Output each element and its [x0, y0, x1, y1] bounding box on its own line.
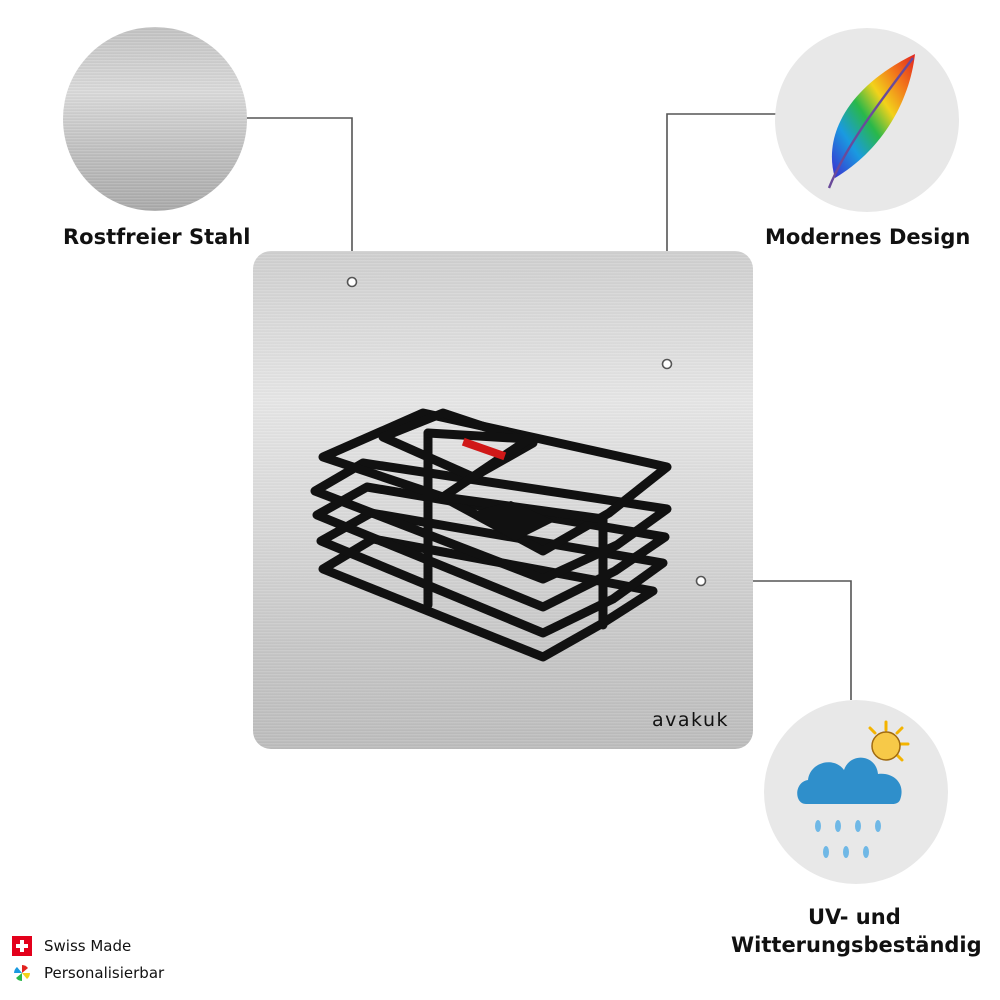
- sun-cloud-rain-icon: [797, 720, 910, 858]
- footer-label-swiss-made: Swiss Made: [44, 937, 132, 955]
- product-plate: avakuk: [253, 251, 753, 749]
- pinwheel-icon: [12, 963, 32, 983]
- weather-circle: [764, 700, 948, 884]
- brand-name: avakuk: [652, 709, 729, 731]
- footer-label-personalisierbar: Personalisierbar: [44, 964, 165, 982]
- feature-label-weather-line2: Witterungsbeständig: [731, 933, 982, 957]
- feature-label-steel: Rostfreier Stahl: [63, 225, 251, 249]
- feature-label-design: Modernes Design: [765, 225, 971, 249]
- footer-item-personalisierbar: Personalisierbar: [12, 963, 164, 983]
- feature-label-weather-line1: UV- und: [808, 905, 901, 929]
- rainbow-feather-icon: [827, 54, 915, 189]
- footer-item-swiss-made: Swiss Made: [12, 936, 131, 956]
- design-circle: [775, 28, 959, 212]
- swiss-flag-icon: [12, 936, 32, 956]
- connector-dots: [346, 276, 707, 587]
- connector-steel: [246, 117, 353, 282]
- newspaper-stack-icon: [310, 408, 672, 662]
- brushed-steel-swatch: [63, 27, 247, 211]
